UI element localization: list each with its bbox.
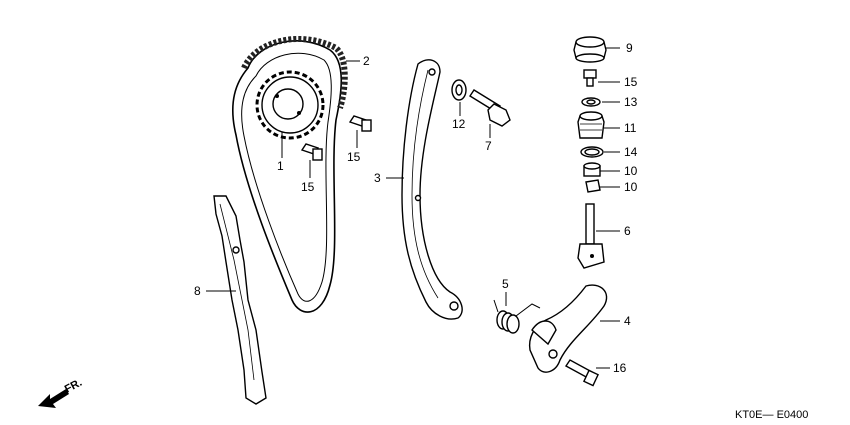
- label-15-c: 15: [624, 75, 638, 89]
- label-6: 6: [624, 224, 631, 238]
- front-direction-label: FR.: [63, 377, 84, 396]
- label-4: 4: [624, 314, 631, 328]
- label-11: 11: [624, 121, 637, 135]
- label-10-a: 10: [624, 164, 638, 178]
- diagram-code: KT0E— E0400: [735, 409, 808, 421]
- label-15-a: 15: [347, 150, 361, 164]
- arm-bolt-16: [564, 359, 599, 387]
- o-ring-14: [580, 146, 604, 158]
- washer-13: [581, 97, 601, 107]
- tensioner-body-11: [577, 111, 605, 139]
- leader-lines: [206, 47, 620, 369]
- cam-chain-guide: [213, 195, 267, 405]
- label-10-b: 10: [624, 180, 638, 194]
- spacer-10-lower: [585, 179, 601, 193]
- label-15-b: 15: [301, 180, 315, 194]
- sealing-bolt-9: [573, 36, 607, 63]
- sprocket-bolt-upper: [348, 115, 372, 132]
- cam-sprocket: [255, 70, 325, 140]
- label-14: 14: [624, 145, 638, 159]
- label-7: 7: [485, 139, 492, 153]
- spacer-10-upper: [583, 162, 601, 177]
- tensioner-arm-4: [528, 284, 608, 373]
- part-labels: 2 1 15 15 3 8 12 7 9 15 13 11 14 10 10 6…: [194, 41, 638, 375]
- label-8: 8: [194, 284, 201, 298]
- label-5: 5: [502, 277, 509, 291]
- sprocket-bolt-lower: [300, 143, 323, 161]
- pivot-bolt-7: [469, 89, 511, 127]
- tensioner-slipper: [401, 59, 463, 320]
- label-13: 13: [624, 95, 638, 109]
- label-3: 3: [374, 171, 381, 185]
- label-16: 16: [613, 361, 627, 375]
- label-1: 1: [277, 159, 284, 173]
- front-direction-arrow: FR.: [38, 377, 84, 408]
- tensioner-spring-5: [493, 299, 541, 334]
- label-2: 2: [363, 54, 370, 68]
- washer-12: [451, 79, 467, 101]
- label-9: 9: [626, 41, 633, 55]
- bolt-15-tensioner: [583, 69, 597, 87]
- push-rod-6: [577, 203, 605, 269]
- label-12: 12: [452, 117, 466, 131]
